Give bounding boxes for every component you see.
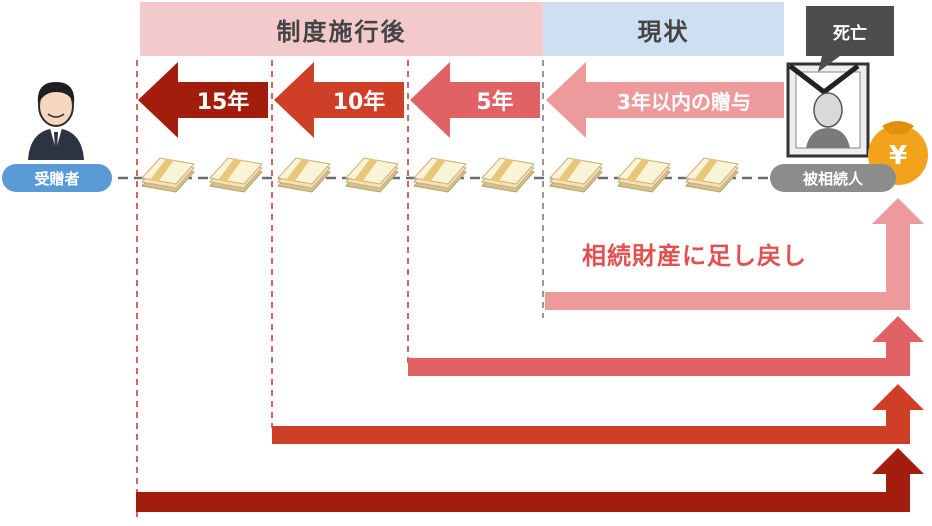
current-header-text: 現状: [637, 17, 690, 46]
banknote-bundle-icon: [345, 157, 399, 193]
businessman-icon: [28, 82, 84, 160]
current-header: 現状: [543, 2, 784, 56]
arrow-15y: [138, 62, 268, 138]
addback-arrow-3y: [545, 198, 924, 310]
addback-arrow-5y: [408, 316, 924, 376]
arrow-3y-label: 3年以内の贈与: [586, 82, 782, 118]
banknote-bundle-icon: [209, 157, 263, 193]
donee-pill: 受贈者: [2, 164, 112, 192]
death-callout-text: 死亡: [833, 23, 867, 44]
after-reform-header: 制度施行後: [140, 2, 543, 56]
death-callout: 死亡: [806, 6, 894, 56]
banknote-bundle-icon: [413, 157, 467, 193]
arrow-15y-label: 15年: [178, 82, 268, 118]
banknote-bundle-icon: [481, 157, 535, 193]
arrow-5y-text: 5年: [476, 90, 514, 115]
banknote-bundle-icon: [141, 157, 195, 193]
banknote-bundle-icon: [617, 157, 671, 193]
arrow-3y-text: 3年以内の贈与: [617, 89, 751, 114]
arrow-15y-text: 15年: [196, 90, 250, 115]
banknote-bundle-icon: [277, 157, 331, 193]
donee-label: 受贈者: [34, 169, 80, 188]
arrow-10y-text: 10年: [332, 90, 386, 115]
addback-arrow-15y: [136, 448, 924, 512]
decedent-label: 被相続人: [802, 169, 863, 188]
death-callout-pointer: [818, 56, 840, 72]
after-reform-header-text: 制度施行後: [276, 17, 407, 46]
svg-text:¥: ¥: [889, 141, 907, 171]
addback-note: 相続財産に足し戻し: [582, 236, 807, 271]
arrow-10y-label: 10年: [314, 82, 404, 118]
arrow-5y-label: 5年: [450, 82, 540, 118]
addback-arrow-10y: [272, 384, 924, 444]
memorial-portrait-icon: [786, 62, 870, 158]
arrow-10y: [274, 62, 404, 138]
addback-note-text: 相続財産に足し戻し: [582, 242, 807, 270]
arrow-3y: [546, 62, 784, 138]
arrow-5y: [410, 62, 540, 138]
banknote-bundle-icon: [685, 157, 739, 193]
banknote-bundle-icon: [549, 157, 603, 193]
decedent-pill: 被相続人: [770, 164, 896, 192]
